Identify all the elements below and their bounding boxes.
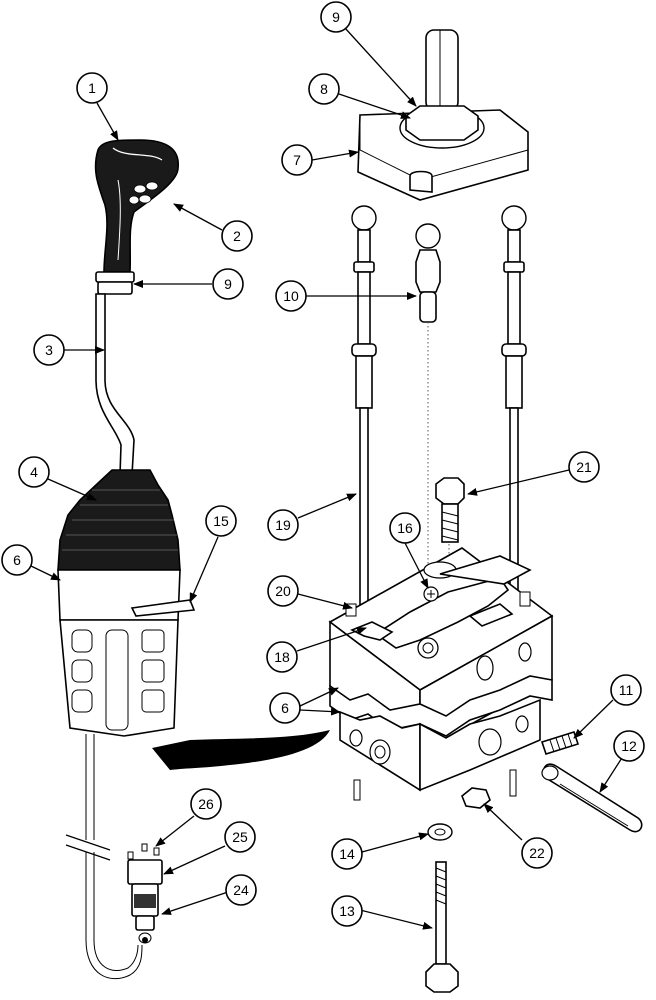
wire-harness: [65, 734, 143, 980]
joystick-handle-knob: [94, 139, 179, 273]
callout-6-left: 6: [1, 544, 33, 576]
callout-7: 7: [281, 144, 313, 176]
housing-switch-slots: [71, 629, 165, 731]
callout-19: 19: [267, 509, 299, 541]
valve-block-lower: [339, 698, 541, 801]
callout-9-top: 9: [320, 1, 352, 33]
svg-text:3: 3: [45, 342, 53, 358]
svg-text:6: 6: [13, 552, 21, 568]
svg-text:18: 18: [274, 649, 290, 665]
callout-6-right: 6: [269, 692, 301, 724]
callout-21: 21: [568, 451, 600, 483]
callout-12: 12: [613, 730, 645, 762]
callout-11: 11: [610, 674, 642, 706]
pushrod-right: [501, 205, 527, 599]
svg-text:25: 25: [232, 829, 248, 845]
callout-25: 25: [224, 821, 256, 853]
callout-1: 1: [76, 72, 108, 104]
callout-4: 4: [18, 456, 50, 488]
callout-13: 13: [331, 895, 363, 927]
callout-22: 22: [521, 837, 553, 869]
svg-text:8: 8: [320, 81, 328, 97]
leader-lines: [30, 27, 628, 930]
connector-plug: [127, 859, 163, 944]
svg-text:4: 4: [30, 464, 38, 480]
svg-text:24: 24: [233, 882, 249, 898]
svg-text:9: 9: [224, 276, 232, 292]
connector-terminals: [127, 843, 160, 860]
curved-reference-arrow: [152, 730, 330, 770]
callout-26: 26: [190, 788, 222, 820]
mounting-bolt: [435, 477, 465, 543]
housing-pin: [130, 599, 196, 617]
retainer-plate: [374, 555, 532, 659]
set-screw: [540, 731, 580, 755]
svg-text:20: 20: [275, 583, 291, 599]
pushrod-left: [351, 205, 377, 619]
svg-text:9: 9: [332, 9, 340, 25]
callout-9-left: 9: [212, 268, 244, 300]
svg-text:6: 6: [281, 700, 289, 716]
callout-10: 10: [275, 280, 307, 312]
svg-text:19: 19: [275, 517, 291, 533]
hex-nut: [461, 787, 491, 809]
callout-15: 15: [205, 505, 237, 537]
svg-text:16: 16: [397, 520, 413, 536]
svg-text:11: 11: [619, 682, 634, 698]
top-lever-shaft: [425, 29, 459, 111]
svg-text:26: 26: [198, 796, 214, 812]
long-bolt: [425, 861, 459, 993]
svg-text:22: 22: [529, 845, 545, 861]
lever-shaft: [95, 293, 135, 476]
center-plunger: [415, 223, 441, 323]
callout-24: 24: [225, 874, 257, 906]
roll-pin: [541, 763, 643, 833]
svg-text:15: 15: [213, 513, 229, 529]
top-hex-nut: [399, 105, 485, 149]
svg-text:21: 21: [576, 459, 592, 475]
spring-clip: [350, 621, 394, 641]
callout-8: 8: [308, 73, 340, 105]
callout-20: 20: [267, 575, 299, 607]
control-housing: [57, 569, 181, 737]
svg-text:10: 10: [283, 288, 299, 304]
handle-nut: [95, 271, 135, 295]
svg-text:1: 1: [88, 80, 96, 96]
callout-16: 16: [389, 512, 421, 544]
washer: [427, 823, 453, 841]
svg-text:7: 7: [293, 152, 301, 168]
callout-2: 2: [221, 220, 253, 252]
callout-14: 14: [331, 838, 363, 870]
svg-text:2: 2: [233, 228, 241, 244]
svg-text:13: 13: [339, 903, 355, 919]
rubber-boot: [57, 469, 181, 571]
svg-text:12: 12: [621, 738, 637, 754]
callout-18: 18: [266, 641, 298, 673]
svg-text:14: 14: [339, 846, 355, 862]
callout-3: 3: [33, 334, 65, 366]
